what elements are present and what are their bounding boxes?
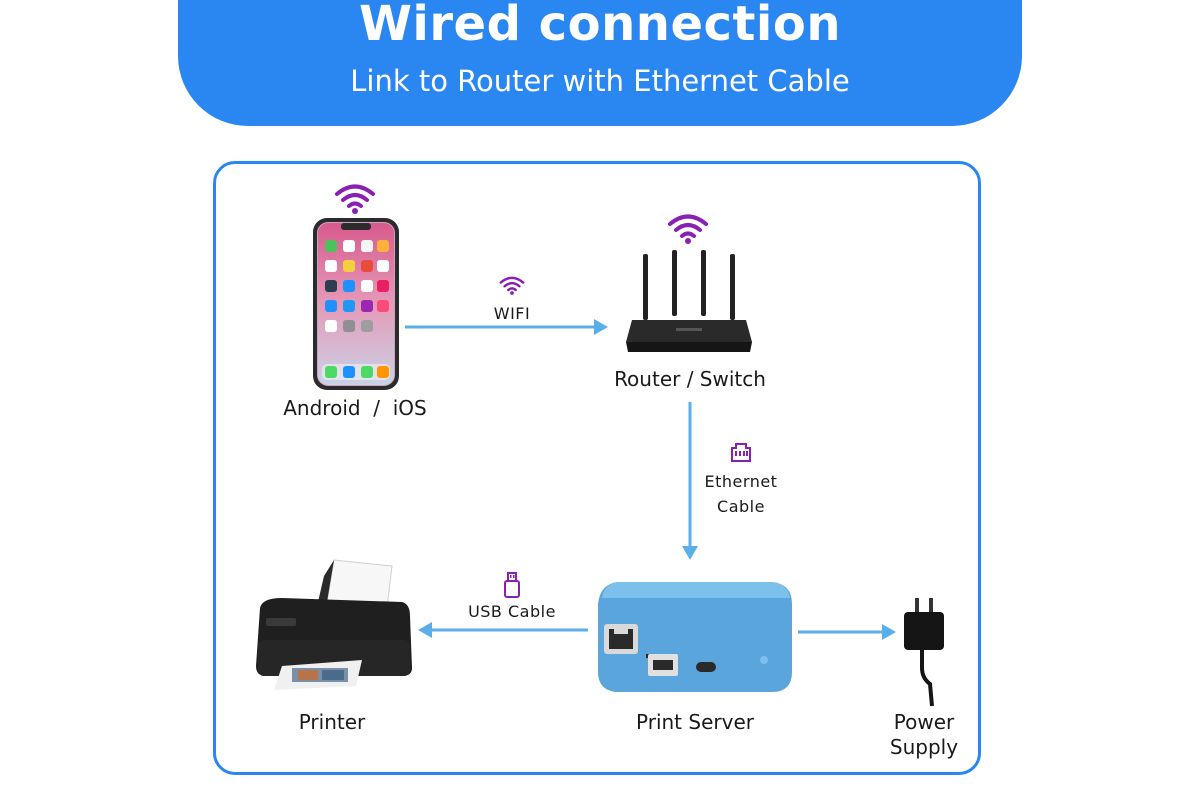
page-subtitle: Link to Router with Ethernet Cable [350,64,850,98]
phone-label: Android / iOS [283,396,427,420]
print-server-label: Print Server [636,710,754,734]
wifi-icon [668,214,708,244]
wifi-icon [499,276,525,295]
ethernet-label-line2: Cable [717,497,765,516]
ethernet-label-line1: Ethernet [704,472,778,491]
power-supply-label-line1: Power [893,710,955,734]
power-adapter-image [904,598,944,707]
header-banner: Wired connection Link to Router with Eth… [178,0,1022,126]
wifi-connection-label: WIFI [493,304,531,323]
wifi-icon [335,184,375,214]
router-image [626,250,752,352]
smartphone-image [313,218,399,390]
usb-cable-label: USB Cable [468,602,556,621]
power-supply-label-line2: Supply [889,735,959,759]
ethernet-port-icon [731,443,751,462]
printer-label: Printer [298,710,366,734]
print-server-image [598,582,792,692]
page-title: Wired connection [358,0,842,52]
usb-icon [504,572,520,598]
printer-image [256,559,412,690]
router-label: Router / Switch [614,367,766,391]
